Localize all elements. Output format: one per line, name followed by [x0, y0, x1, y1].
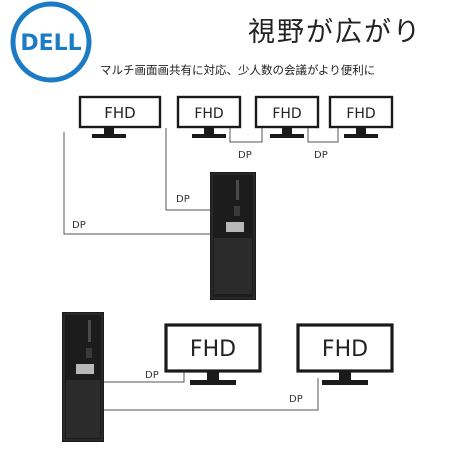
monitor-label: FHD [322, 337, 368, 362]
dell-logo: DELL [10, 1, 92, 83]
dp-label: DP [72, 220, 86, 231]
tower-badge [226, 222, 244, 232]
tower-badge [76, 364, 94, 374]
monitor-bottom-2: FHD [296, 323, 394, 385]
monitor-label: FHD [104, 104, 135, 122]
dp-label: DP [145, 370, 159, 381]
monitor-top-3: FHD [254, 95, 320, 138]
dp-label: DP [314, 150, 328, 161]
monitor-label: FHD [190, 337, 236, 362]
dp-label: DP [238, 150, 252, 161]
monitor-top-1: FHD [78, 95, 162, 138]
top-cables [63, 124, 339, 235]
monitor-top-2: FHD [176, 95, 242, 138]
monitor-label: FHD [346, 106, 375, 122]
subheadline: マルチ画面画共有に対応、少人数の会議がより便利に [100, 63, 376, 77]
dp-label: DP [176, 194, 190, 205]
dp-label: DP [289, 394, 303, 405]
headline: 視野が広がり [248, 17, 422, 48]
monitor-label: FHD [194, 106, 223, 122]
desktop-tower-top [210, 172, 256, 300]
dell-logo-text: DELL [20, 31, 81, 56]
monitor-top-4: FHD [328, 95, 394, 138]
monitor-bottom-1: FHD [164, 323, 262, 385]
desktop-tower-bottom [62, 312, 104, 442]
monitor-label: FHD [272, 106, 301, 122]
